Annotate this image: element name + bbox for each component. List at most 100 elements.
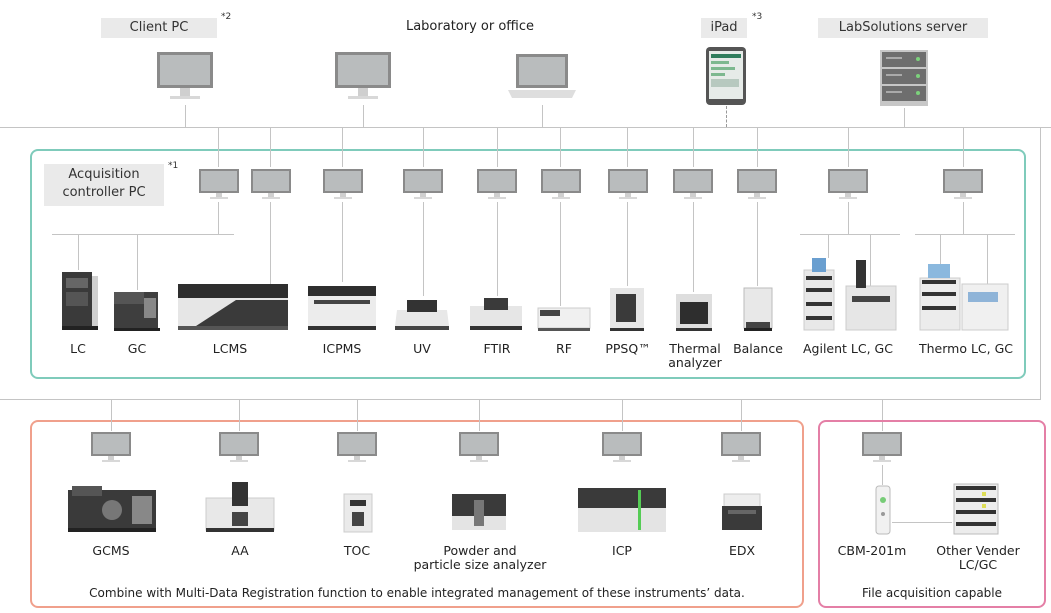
connector <box>111 399 112 431</box>
connector <box>757 127 758 167</box>
multi-pc-icon <box>337 432 377 462</box>
acquisition-label-line2: controller PC <box>62 185 146 200</box>
laptop-icon <box>508 54 576 98</box>
icp-instrument-icon <box>578 488 666 532</box>
connector <box>479 399 480 431</box>
ipad-wireless-connector <box>726 106 728 127</box>
agilent-branch-line <box>800 234 900 235</box>
acq-pc-icon <box>199 169 239 199</box>
acq-pc-icon <box>251 169 291 199</box>
thermo-instrument-icon <box>919 264 1009 331</box>
instrument-label-ppsq: PPSQ™ <box>605 341 651 356</box>
connector <box>218 127 219 167</box>
top-network-line <box>0 127 1051 128</box>
client-pc-tag: Client PC <box>101 18 217 38</box>
thermo-branch-line <box>915 234 1015 235</box>
multi-data-caption: Combine with Multi-Data Registration fun… <box>89 586 745 600</box>
file-pc-icon <box>862 432 902 462</box>
other-vendor-label-line2: LC/GC <box>958 557 998 572</box>
file-acquisition-box <box>818 420 1046 608</box>
connector <box>560 202 561 306</box>
multi-pc-icon <box>459 432 499 462</box>
gcms-instrument-icon <box>68 486 156 532</box>
instrument-label-gcms: GCMS <box>92 543 130 558</box>
instrument-label-lc: LC <box>70 341 86 356</box>
powder-label-line1: Powder and <box>443 543 517 558</box>
connector <box>622 399 623 431</box>
ipad-tag: iPad <box>701 18 747 38</box>
connector <box>757 202 758 286</box>
acq-pc-icon <box>477 169 517 199</box>
connector <box>423 127 424 167</box>
connector <box>137 234 138 290</box>
right-network-line <box>1040 127 1041 399</box>
lc-gc-branch-line <box>52 234 234 235</box>
instrument-label-uv: UV <box>413 341 431 356</box>
instrument-label-rf: RF <box>556 341 572 356</box>
connector <box>848 127 849 167</box>
powder-label-line2: particle size analyzer <box>413 557 547 572</box>
middle-network-line <box>0 399 1041 400</box>
connector <box>987 234 988 290</box>
connector <box>848 202 849 234</box>
rf-instrument-icon <box>537 307 591 331</box>
thermal-analyzer-icon <box>676 294 712 331</box>
multi-pc-icon <box>219 432 259 462</box>
instrument-label-lcms: LCMS <box>212 341 248 356</box>
uv-instrument-icon <box>395 300 449 330</box>
instrument-label-icpms: ICPMS <box>322 341 362 356</box>
connector <box>963 202 964 234</box>
server-rack-icon <box>880 50 928 106</box>
connector <box>218 202 219 234</box>
multi-pc-icon <box>602 432 642 462</box>
acq-pc-icon <box>673 169 713 199</box>
balance-instrument-icon <box>743 287 773 331</box>
multi-pc-icon <box>721 432 761 462</box>
connector <box>693 202 694 292</box>
connector <box>342 202 343 282</box>
server-tag: LabSolutions server <box>818 18 988 38</box>
powder-analyzer-icon <box>452 494 506 530</box>
instrument-label-toc: TOC <box>343 543 371 558</box>
connector <box>497 127 498 167</box>
connector <box>270 127 271 167</box>
lab-pc-monitor-icon <box>335 52 391 99</box>
thermal-label-line2: analyzer <box>668 355 722 370</box>
thermal-label-line1: Thermal <box>669 341 721 356</box>
connector <box>963 127 964 167</box>
connector <box>270 202 271 286</box>
connector <box>940 234 941 264</box>
acq-pc-icon <box>541 169 581 199</box>
acquisition-label-line1: Acquisition <box>68 167 140 182</box>
connector <box>342 127 343 167</box>
acq-pc-icon <box>737 169 777 199</box>
ipad-note: *3 <box>752 12 763 22</box>
lab-office-label: Laboratory or office <box>405 19 535 34</box>
ipad-device-icon <box>706 47 746 105</box>
acquisition-controller-tag: Acquisition controller PC <box>44 164 164 206</box>
instrument-label-powder: Powder and particle size analyzer <box>400 544 560 572</box>
acq-pc-icon <box>403 169 443 199</box>
connector <box>357 399 358 431</box>
connector <box>239 399 240 431</box>
acq-pc-icon <box>828 169 868 199</box>
instrument-label-other-vendor: Other Vender LC/GC <box>924 544 1032 572</box>
connector <box>560 127 561 167</box>
file-acquisition-caption: File acquisition capable <box>861 586 1003 600</box>
lc-instrument-icon <box>62 272 98 330</box>
aa-instrument-icon <box>205 482 275 532</box>
cbm-201m-icon <box>875 485 891 535</box>
ppsq-instrument-icon <box>610 288 644 331</box>
instrument-label-agilent: Agilent LC, GC <box>803 341 893 356</box>
instrument-label-cbm: CBM-201m <box>837 543 907 558</box>
ftir-instrument-icon <box>470 298 522 330</box>
connector <box>882 465 883 485</box>
connector <box>828 234 829 258</box>
icpms-instrument-icon <box>308 286 376 330</box>
connector <box>627 202 628 286</box>
lcms-instrument-icon <box>178 284 288 330</box>
instrument-label-icp: ICP <box>612 543 632 558</box>
connector <box>693 127 694 167</box>
instrument-label-balance: Balance <box>733 341 783 356</box>
toc-instrument-icon <box>343 493 373 533</box>
